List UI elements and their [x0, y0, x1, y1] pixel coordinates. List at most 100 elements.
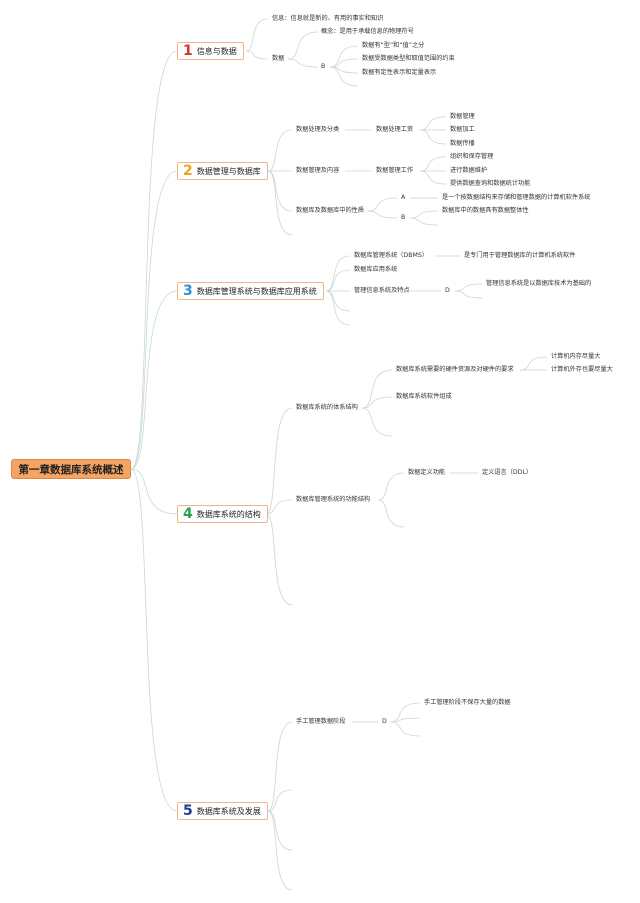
- connector-25: [367, 197, 398, 212]
- connector-16: [267, 170, 293, 236]
- t4-hw-item-1: 计算机内存尽量大: [551, 353, 601, 360]
- connector-29: [409, 217, 439, 226]
- t2-manage: 数据管理及内容: [296, 167, 340, 174]
- t4-hw: 数据库系统需要的硬件资源及对硬件的要求: [396, 366, 514, 373]
- topic-5-label: 数据库系统及发展: [196, 806, 261, 816]
- connector-1: [130, 170, 178, 470]
- connector-52: [267, 810, 293, 851]
- t1-b: B: [321, 63, 326, 70]
- t2-process: 数据处理及分类: [296, 126, 340, 133]
- connector-47: [377, 472, 405, 501]
- topic-2-label: 数据管理与数据库: [196, 166, 261, 176]
- t5-manual: 手工管理数据阶段: [296, 718, 346, 725]
- t2-process-item-3: 数据传播: [450, 140, 475, 147]
- topic-3-number: 3: [183, 283, 193, 299]
- connector-42: [361, 369, 393, 409]
- t2-a: A: [401, 194, 406, 201]
- connector-9: [329, 45, 359, 68]
- t2-process-sub: 数据处理工资: [376, 126, 414, 133]
- t3-d-text: 管理信息系统是以数据库技术为基础的: [486, 280, 592, 287]
- t1-concept: 概念：是用于承载信息的物理符号: [321, 28, 414, 35]
- connector-39: [265, 407, 293, 515]
- t1-b-item-3: 数据有定性表示和定量表示: [362, 69, 437, 76]
- t2-db: 数据库及数据库中的性质: [296, 207, 365, 214]
- connector-40: [265, 499, 293, 515]
- topic-5-number: 5: [183, 803, 193, 819]
- connector-5: [245, 18, 269, 52]
- t3-dbms-text: 是专门用于管理数据库的计算机系统软件: [464, 252, 576, 259]
- t1-b-item-1: 数据有“型”和“值”之分: [362, 42, 425, 49]
- connector-55: [389, 702, 421, 723]
- t3-mis: 管理信息系统及特点: [354, 287, 410, 294]
- connector-30: [325, 255, 351, 292]
- connector-45: [519, 356, 548, 371]
- t4-define: 数据定义功能: [408, 469, 446, 476]
- t2-manage-item-2: 进行数据维护: [450, 167, 488, 174]
- topic-4-label: 数据库系统的结构: [196, 509, 261, 519]
- connector-7: [287, 31, 319, 60]
- connector-34: [325, 290, 351, 326]
- t4-ddl: 定义语言（DDL）: [482, 469, 533, 476]
- connector-0: [130, 50, 178, 470]
- connector-26: [367, 210, 398, 219]
- t2-b-text: 数据库中的数据具有数据整体性: [442, 207, 529, 214]
- connector-21: [419, 129, 447, 145]
- t2-process-item-2: 数据加工: [450, 126, 475, 133]
- t2-manage-item-1: 组织和保存管理: [450, 153, 494, 160]
- connector-51: [267, 789, 293, 812]
- connector-53: [267, 810, 293, 891]
- topic-4[interactable]: 4 数据库系统的结构: [177, 505, 268, 523]
- root-label: 第一章数据库系统概述: [18, 463, 124, 476]
- connector-43: [361, 396, 393, 409]
- t2-b: B: [401, 214, 406, 221]
- t1-data: 数据: [272, 55, 285, 62]
- connector-24: [419, 170, 447, 185]
- topic-2[interactable]: 2 数据管理与数据库: [177, 162, 268, 180]
- t4-hw-item-2: 计算机外存也要尽量大: [551, 366, 613, 373]
- t2-manage-item-3: 提供数据查询和数据统计功能: [450, 180, 531, 187]
- connector-56: [389, 717, 421, 723]
- connector-44: [361, 407, 393, 437]
- connector-3: [130, 468, 178, 515]
- t1-b-item-2: 数据受数据类型和取值范围的约束: [362, 55, 455, 62]
- connector-50: [267, 721, 293, 812]
- t5-d-text: 手工管理阶段不保存大量的数据: [424, 699, 511, 706]
- connector-38: [454, 290, 483, 299]
- connector-19: [419, 116, 447, 131]
- t2-a-text: 是一个按数据结构来存储和管理数据的计算机软件系统: [442, 194, 591, 201]
- t2-process-item-1: 数据管理: [450, 113, 475, 120]
- topic-3[interactable]: 3 数据库管理系统与数据库应用系统: [177, 282, 324, 300]
- t3-app: 数据库应用系统: [354, 266, 398, 273]
- t3-dbms: 数据库管理系统（DBMS）: [354, 252, 428, 259]
- topic-1-label: 信息与数据: [196, 46, 237, 56]
- connector-12: [329, 66, 359, 87]
- topic-1[interactable]: 1 信息与数据: [177, 42, 244, 60]
- topic-5[interactable]: 5 数据库系统及发展: [177, 802, 268, 820]
- connector-31: [325, 269, 351, 292]
- connector-22: [419, 156, 447, 172]
- t5-d: D: [382, 718, 387, 725]
- topic-2-number: 2: [183, 163, 193, 179]
- topic-1-number: 1: [183, 43, 193, 59]
- topic-4-number: 4: [183, 506, 193, 522]
- t1-info: 信息：信息就是新的、有用的事实和知识: [272, 15, 384, 22]
- t4-func: 数据库管理系统的功能结构: [296, 496, 371, 503]
- connector-8: [287, 58, 319, 68]
- connector-37: [454, 283, 483, 292]
- t4-sw: 数据库系统软件组成: [396, 393, 452, 400]
- connector-28: [409, 210, 439, 219]
- connector-15: [267, 170, 293, 212]
- t4-arch: 数据库系统的体系结构: [296, 404, 358, 411]
- connector-48: [377, 499, 405, 528]
- root-topic[interactable]: 第一章数据库系统概述: [11, 459, 131, 479]
- connector-41: [265, 513, 293, 606]
- connector-2: [130, 290, 178, 470]
- connector-57: [389, 721, 421, 737]
- topic-3-label: 数据库管理系统与数据库应用系统: [196, 286, 317, 296]
- t2-manage-sub: 数据管理工作: [376, 167, 414, 174]
- connector-4: [130, 468, 178, 812]
- connector-6: [245, 50, 269, 60]
- connector-13: [267, 129, 293, 172]
- connector-33: [325, 290, 351, 312]
